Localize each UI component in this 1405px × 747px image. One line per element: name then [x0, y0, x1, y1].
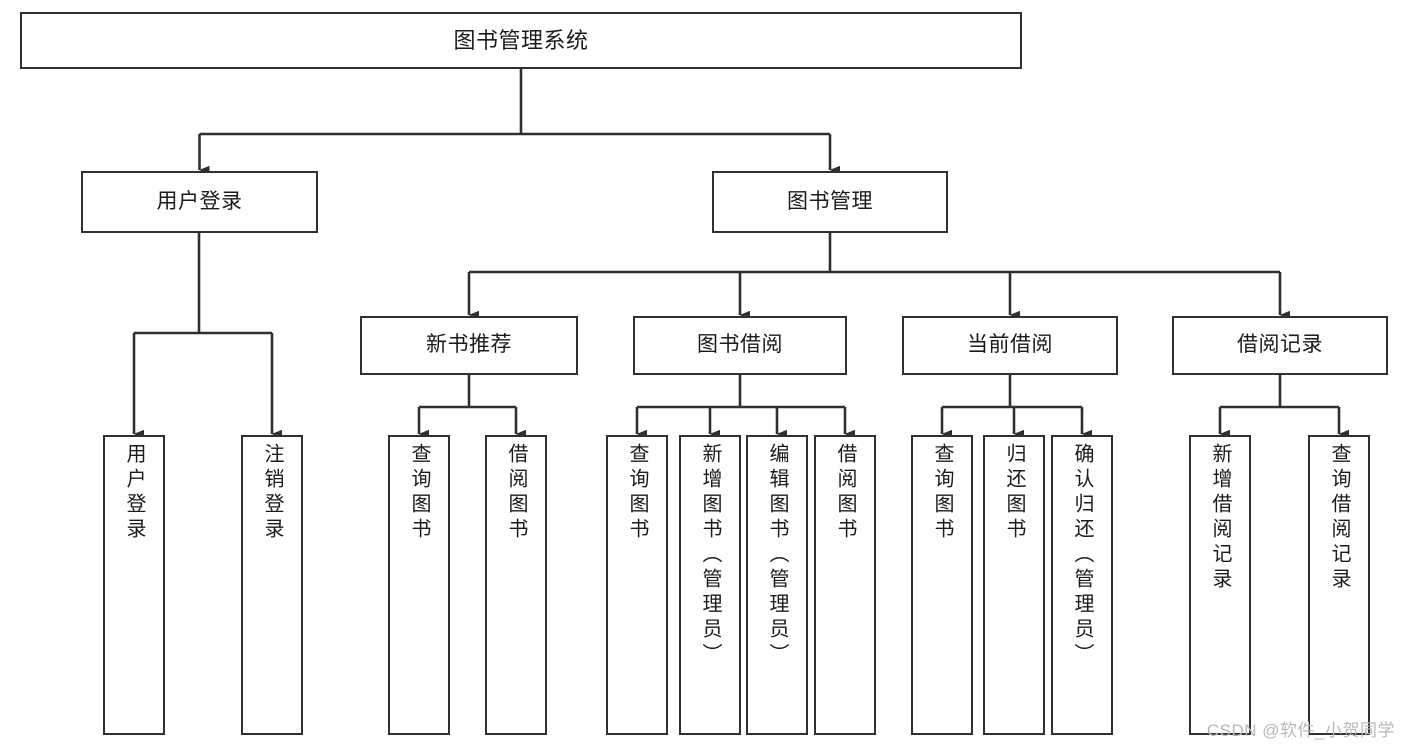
node-label: 注销登录 — [261, 443, 283, 543]
node-label: 查询借阅记录 — [1328, 443, 1350, 593]
node-leaf-3[interactable]: 查询图书 — [388, 435, 450, 735]
node-label: 用户登录 — [156, 189, 243, 213]
node-label: 当前借阅 — [967, 333, 1053, 357]
node-label: 用户登录 — [123, 443, 145, 543]
node-root[interactable]: 图书管理系统 — [20, 12, 1022, 69]
node-label: 借阅记录 — [1237, 333, 1323, 357]
node-leaf-9[interactable]: 查询图书 — [911, 435, 973, 735]
node-label: 查询图书 — [408, 443, 430, 543]
node-leaf-8[interactable]: 借阅图书 — [814, 435, 876, 735]
node-label: 查询图书 — [626, 443, 648, 543]
node-label: 新书推荐 — [426, 333, 512, 357]
node-label: 编辑图书（管理员） — [766, 443, 788, 668]
node-label: 图书借阅 — [697, 333, 783, 357]
node-leaf-13[interactable]: 查询借阅记录 — [1308, 435, 1370, 735]
node-l3-3[interactable]: 当前借阅 — [902, 316, 1118, 375]
node-leaf-4[interactable]: 借阅图书 — [485, 435, 547, 735]
node-label: 查询图书 — [931, 443, 953, 543]
node-label: 图书管理 — [787, 189, 873, 213]
node-label: 归还图书 — [1003, 443, 1025, 543]
node-l2-1[interactable]: 用户登录 — [81, 171, 318, 233]
node-label: 图书管理系统 — [453, 27, 589, 53]
node-l3-2[interactable]: 图书借阅 — [633, 316, 847, 375]
node-leaf-7[interactable]: 编辑图书（管理员） — [746, 435, 808, 735]
node-leaf-11[interactable]: 确认归还（管理员） — [1051, 435, 1113, 735]
node-label: 新增图书（管理员） — [699, 443, 721, 668]
node-leaf-5[interactable]: 查询图书 — [606, 435, 668, 735]
node-label: 确认归还（管理员） — [1071, 443, 1093, 668]
node-l3-4[interactable]: 借阅记录 — [1172, 316, 1388, 375]
node-leaf-2[interactable]: 注销登录 — [241, 435, 303, 735]
node-l2-2[interactable]: 图书管理 — [712, 171, 948, 233]
node-leaf-10[interactable]: 归还图书 — [983, 435, 1045, 735]
node-leaf-1[interactable]: 用户登录 — [103, 435, 165, 735]
node-leaf-6[interactable]: 新增图书（管理员） — [679, 435, 741, 735]
node-label: 借阅图书 — [505, 443, 527, 543]
node-leaf-12[interactable]: 新增借阅记录 — [1189, 435, 1251, 735]
node-label: 借阅图书 — [834, 443, 856, 543]
node-l3-1[interactable]: 新书推荐 — [360, 316, 578, 375]
node-label: 新增借阅记录 — [1209, 443, 1231, 593]
csdn-watermark: CSDN @软件_小贺同学 — [1206, 721, 1395, 740]
